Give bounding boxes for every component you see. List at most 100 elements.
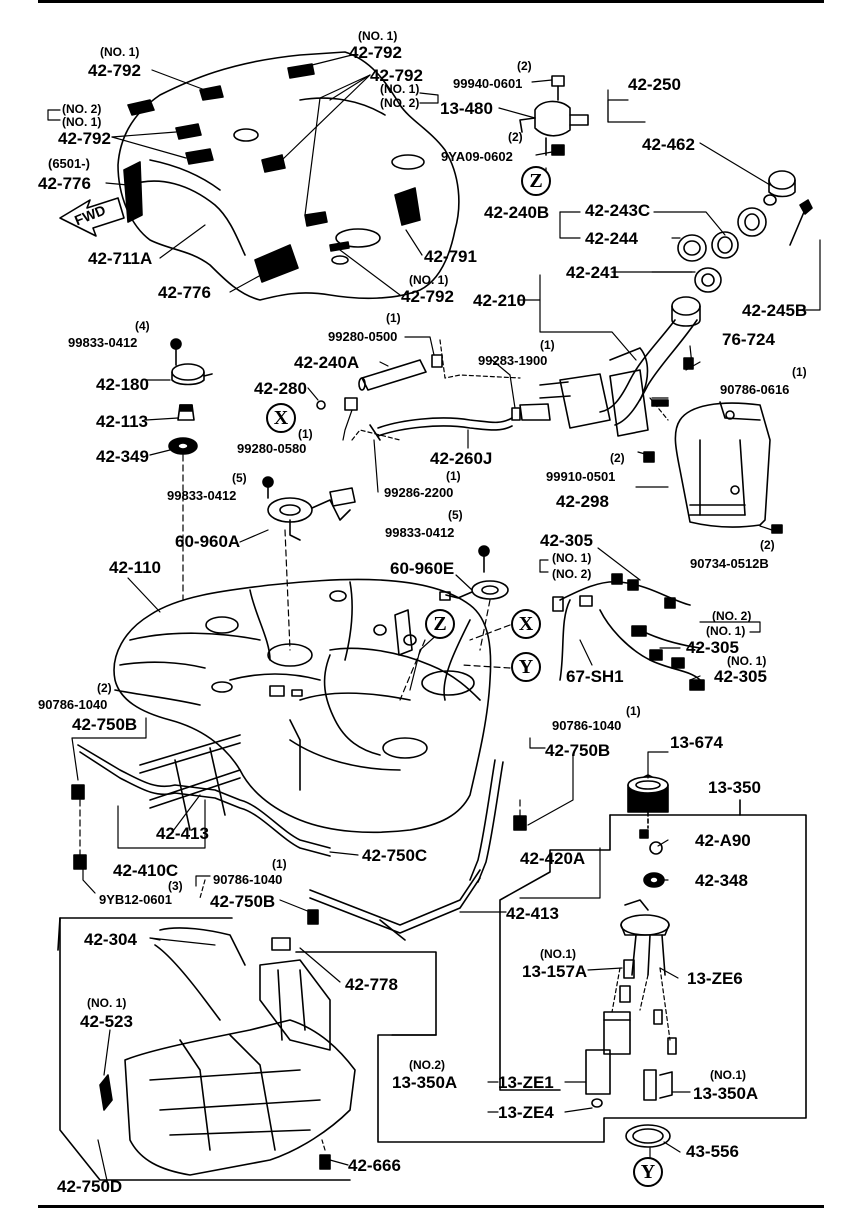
- label-42-413-a: 42-413: [156, 824, 209, 843]
- pump-module-box: [377, 799, 807, 1143]
- label-42-711a: 42-711A: [88, 249, 153, 268]
- under-guard: [99, 927, 356, 1176]
- wiring-harness: [552, 573, 705, 691]
- label-42-305-bot: 42-305: [714, 667, 767, 686]
- label-42-250: 42-250: [628, 75, 681, 94]
- label-q2-9ya09: (2): [508, 130, 523, 144]
- label-42-349: 42-349: [96, 447, 149, 466]
- label-q2-90786-1040: (2): [97, 681, 112, 695]
- label-no2-305: (NO. 2): [552, 567, 592, 581]
- label-q1-99280-0500: (1): [386, 311, 401, 325]
- sender-unit-a: [262, 476, 356, 541]
- tank-insulator-sheet: [117, 51, 460, 301]
- label-no1-157a: (NO.1): [540, 947, 576, 961]
- harness-leaders: [539, 547, 761, 681]
- label-no2-mid: (NO. 2): [380, 96, 420, 110]
- marker-y-tank: Y: [511, 652, 541, 682]
- label-99286-2200: 99286-2200: [384, 485, 454, 500]
- label-q1-90786-0616: (1): [792, 365, 807, 379]
- label-no2-left: (NO. 2): [62, 102, 102, 116]
- label-13-674: 13-674: [670, 733, 723, 752]
- label-no1-523: (NO. 1): [87, 996, 127, 1010]
- label-42-776-left: 42-776: [38, 174, 91, 193]
- under-guard-box-outline: [57, 917, 437, 1181]
- label-q1-99280-0580: (1): [298, 427, 313, 441]
- insulator-pads: [127, 63, 421, 283]
- label-42-666: 42-666: [348, 1156, 401, 1175]
- under-guard-leaders: [97, 937, 349, 1186]
- label-99283-1900: 99283-1900: [478, 353, 548, 368]
- bottom-rule: [38, 1205, 824, 1208]
- label-q5-99833-c: (5): [448, 508, 463, 522]
- label-13-ze1: 13-ZE1: [498, 1073, 554, 1092]
- label-q2-90734: (2): [760, 538, 775, 552]
- label-90786-0616: 90786-0616: [720, 382, 790, 397]
- label-42-792-bottom: 42-792: [401, 287, 454, 306]
- label-42-305-top: 42-305: [540, 531, 593, 550]
- vent-valve-assembly: [519, 75, 589, 156]
- filler-pipe: [519, 296, 701, 437]
- label-42-113: 42-113: [96, 412, 148, 431]
- label-42-180: 42-180: [96, 375, 149, 394]
- label-90786-1040-b: 90786-1040: [552, 718, 622, 733]
- top-rule: [38, 0, 824, 3]
- label-42-750b-b: 42-750B: [545, 741, 611, 760]
- marker-z-tank: Z: [425, 609, 455, 639]
- label-42-280: 42-280: [254, 379, 307, 398]
- marker-x-left: X: [266, 403, 296, 433]
- label-q1-90786-1040-b: (1): [626, 704, 641, 718]
- label-42-260j: 42-260J: [430, 449, 493, 468]
- label-no1-305: (NO. 1): [552, 551, 592, 565]
- label-42-210: 42-210: [473, 291, 526, 310]
- sender-small-parts: [168, 338, 213, 455]
- label-42-244: 42-244: [585, 229, 638, 248]
- label-no1-350a: (NO.1): [710, 1068, 746, 1082]
- label-q1-99283: (1): [540, 338, 555, 352]
- strap-leaders: [71, 717, 601, 913]
- label-q3-90786: (3): [168, 879, 183, 893]
- label-9ya09-0602: 9YA09-0602: [441, 149, 513, 164]
- label-42-240b: 42-240B: [484, 203, 550, 222]
- label-99280-0500: 99280-0500: [328, 329, 398, 344]
- label-99833-0412-a: 99833-0412: [68, 335, 138, 350]
- label-60-960a: 60-960A: [175, 532, 241, 551]
- sender-leaders: [145, 339, 184, 601]
- label-q1-99286: (1): [446, 469, 461, 483]
- label-42-792-left: 42-792: [88, 61, 141, 80]
- label-no1-792-bottom: (NO. 1): [409, 273, 449, 287]
- label-42-240a: 42-240A: [294, 353, 360, 372]
- tank-straps: [77, 734, 504, 941]
- label-42-245b: 42-245B: [742, 301, 808, 320]
- label-42-304: 42-304: [84, 930, 137, 949]
- label-13-350a-left: 13-350A: [392, 1073, 458, 1092]
- label-90734-0512b: 90734-0512B: [690, 556, 769, 571]
- label-q2-99910: (2): [610, 451, 625, 465]
- label-42-110: 42-110: [109, 558, 161, 577]
- label-42-792-top: 42-792: [349, 43, 402, 62]
- label-43-556: 43-556: [686, 1142, 739, 1161]
- label-42-462: 42-462: [642, 135, 695, 154]
- label-60-960e: 60-960E: [390, 559, 455, 578]
- label-42-305-mid: 42-305: [686, 638, 739, 657]
- label-42-241: 42-241: [566, 263, 619, 282]
- label-6501: (6501-): [48, 156, 90, 171]
- label-42-413-b: 42-413: [506, 904, 559, 923]
- label-42-243c: 42-243C: [585, 201, 651, 220]
- marker-z-top: Z: [521, 166, 551, 196]
- upper-left-leaders: [47, 54, 423, 296]
- label-13-ze4: 13-ZE4: [498, 1103, 554, 1122]
- label-90786-1040-a: 90786-1040: [38, 697, 108, 712]
- label-90786-1040-c: 90786-1040: [213, 872, 283, 887]
- label-42-776-bottom: 42-776: [158, 283, 211, 302]
- label-99910-0501: 99910-0501: [546, 469, 616, 484]
- label-no1-305b: (NO. 1): [706, 624, 746, 638]
- label-42-792-mid: 42-792: [370, 66, 423, 85]
- label-13-350: 13-350: [708, 778, 761, 797]
- label-13-350a-right: 13-350A: [693, 1084, 759, 1103]
- label-13-480: 13-480: [440, 99, 493, 118]
- label-99833-0412-c: 99833-0412: [385, 525, 455, 540]
- label-99280-0580: 99280-0580: [237, 441, 307, 456]
- filler-cap-parts: [677, 170, 813, 293]
